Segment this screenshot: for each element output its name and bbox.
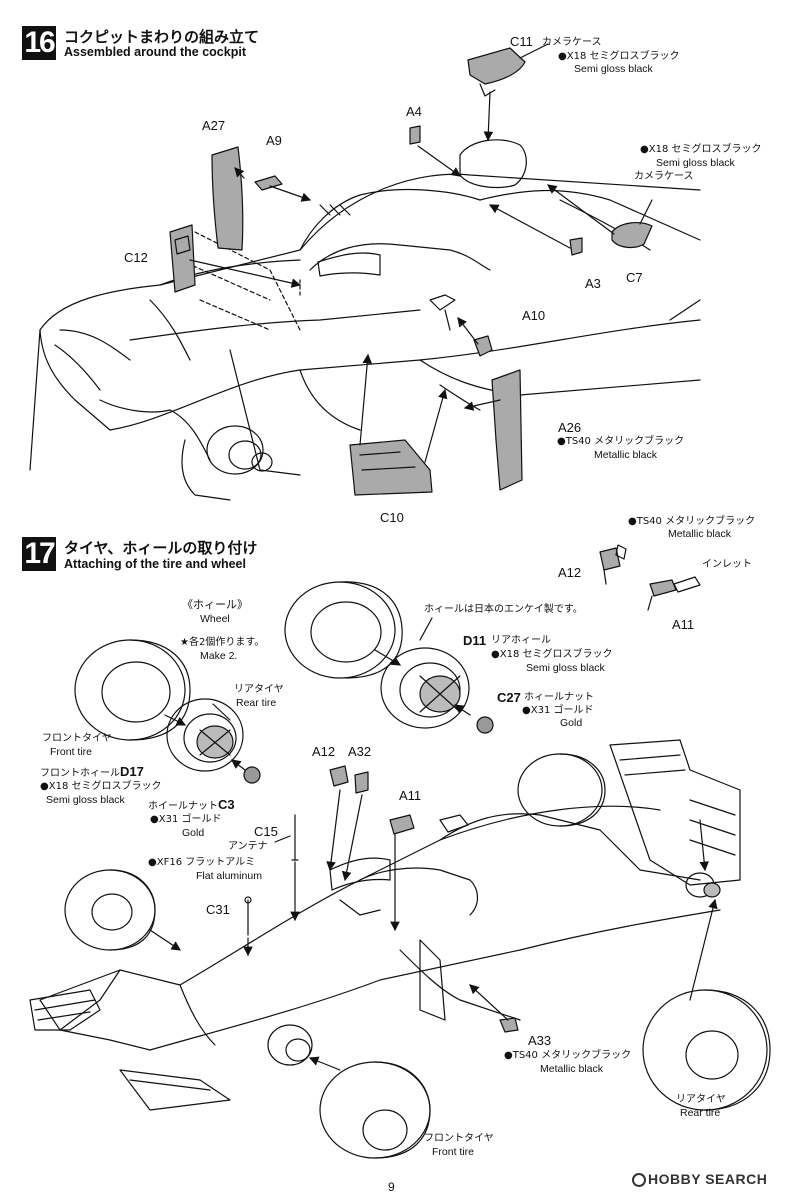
note-c27-color-en: Gold [560, 717, 583, 729]
note-inlet: インレット [702, 559, 752, 570]
part-label-a12-top: A12 [558, 565, 582, 580]
step17-car-body [29, 617, 771, 1159]
note-c11-color-en: Semi gloss black [574, 63, 653, 75]
note-antenna-color-en: Flat aluminum [196, 870, 262, 882]
note-d17-color-jp: ●X18 セミグロスブラック [40, 781, 162, 792]
wheel-header-jp: 《ホィール》 [182, 598, 248, 611]
note-antenna-color-jp: ●XF16 フラットアルミ [148, 857, 256, 868]
note-d11-color-jp: ●X18 セミグロスブラック [491, 649, 613, 660]
part-label-d11: D11 [463, 633, 487, 648]
part-label-c3: C3 [218, 797, 235, 812]
note-a26-color-en: Metallic black [594, 449, 658, 461]
step-number-badge: 16 [22, 26, 56, 60]
note-c11-name: カメラケース [542, 37, 602, 48]
watermark: HOBBY SEARCH [632, 1171, 767, 1187]
part-label-c27: C27 [497, 690, 521, 705]
part-label-a12: A12 [312, 744, 336, 759]
note-antenna-jp: アンテナ [228, 841, 268, 852]
part-label-a9: A9 [266, 133, 282, 148]
part-label-a32: A32 [348, 744, 372, 759]
note-d17-color-en: Semi gloss black [46, 794, 125, 806]
part-label-c7: C7 [626, 270, 643, 285]
step16-arrows [189, 43, 653, 463]
watermark-text: HOBBY SEARCH [648, 1171, 768, 1187]
part-label-a33: A33 [528, 1033, 552, 1048]
note-c27-color-jp: ●X31 ゴールド [522, 705, 594, 716]
note-front-tire2-jp: フロントタイヤ [424, 1133, 494, 1144]
note-front-tire-jp: フロントタイヤ [42, 733, 112, 744]
part-label-a11: A11 [399, 788, 422, 803]
note-c7-color-en: Semi gloss black [656, 157, 735, 169]
note-enkei: ホィールは日本のエンケイ製です。 [424, 604, 583, 615]
part-label-a27: A27 [202, 118, 226, 133]
step17-rear-wheel-group [284, 581, 494, 734]
watermark-logo-icon [632, 1173, 646, 1187]
note-rear-tire2-jp: リアタイヤ [676, 1094, 726, 1105]
part-label-c10: C10 [380, 510, 404, 525]
part-label-a4: A4 [406, 104, 422, 119]
note-d17-name: フロントホィール [40, 768, 120, 779]
step-title-jp: コクピットまわりの組み立て [64, 28, 260, 46]
part-label-d17: D17 [120, 764, 144, 779]
page-number: 9 [388, 1180, 395, 1194]
part-label-a10: A10 [522, 308, 546, 323]
note-c7-name: カメラケース [634, 171, 694, 182]
part-label-a11-top: A11 [672, 617, 695, 632]
note-c3-color-jp: ●X31 ゴールド [150, 814, 222, 825]
note-front-tire2-en: Front tire [432, 1146, 475, 1158]
step-title-en: Attaching of the tire and wheel [64, 557, 246, 571]
note-c3-name: ホイールナット [148, 801, 218, 812]
step17-front-wheel-group [74, 639, 261, 784]
step-title-jp: タイヤ、ホィールの取り付け [64, 539, 258, 557]
part-label-c12: C12 [124, 250, 148, 265]
note-rear-tire-en: Rear tire [236, 697, 277, 709]
note-top-color-en: Metallic black [668, 528, 732, 540]
note-d11-name: リアホィール [491, 635, 551, 646]
step17-top-parts [599, 544, 701, 611]
note-d11-color-en: Semi gloss black [526, 662, 605, 674]
note-c27-name: ホィールナット [524, 692, 594, 703]
note-a33-color-en: Metallic black [540, 1063, 604, 1075]
note-top-color-jp: ●TS40 メタリックブラック [628, 516, 756, 527]
note-a33-color-jp: ●TS40 メタリックブラック [504, 1050, 632, 1061]
note-c11-color-jp: ●X18 セミグロスブラック [558, 51, 680, 62]
part-label-a26: A26 [558, 420, 582, 435]
step-number-badge: 17 [22, 537, 56, 571]
part-label-c31: C31 [206, 902, 230, 917]
note-rear-tire-jp: リアタイヤ [234, 684, 284, 695]
note-a26-color-jp: ●TS40 メタリックブラック [557, 436, 685, 447]
step-title-en: Assembled around the cockpit [64, 45, 246, 59]
note-rear-tire2-en: Rear tire [680, 1107, 721, 1119]
part-label-a3: A3 [585, 276, 601, 291]
wheel-header-en: Wheel [200, 613, 230, 625]
note-front-tire-en: Front tire [50, 746, 93, 758]
note-c3-color-en: Gold [182, 827, 205, 839]
make2-jp: ★各2個作ります。 [180, 637, 265, 648]
part-label-c11: C11 [510, 34, 533, 49]
note-c7-color-jp: ●X18 セミグロスブラック [640, 144, 762, 155]
part-label-c15: C15 [254, 824, 278, 839]
make2-en: Make 2. [200, 650, 238, 662]
